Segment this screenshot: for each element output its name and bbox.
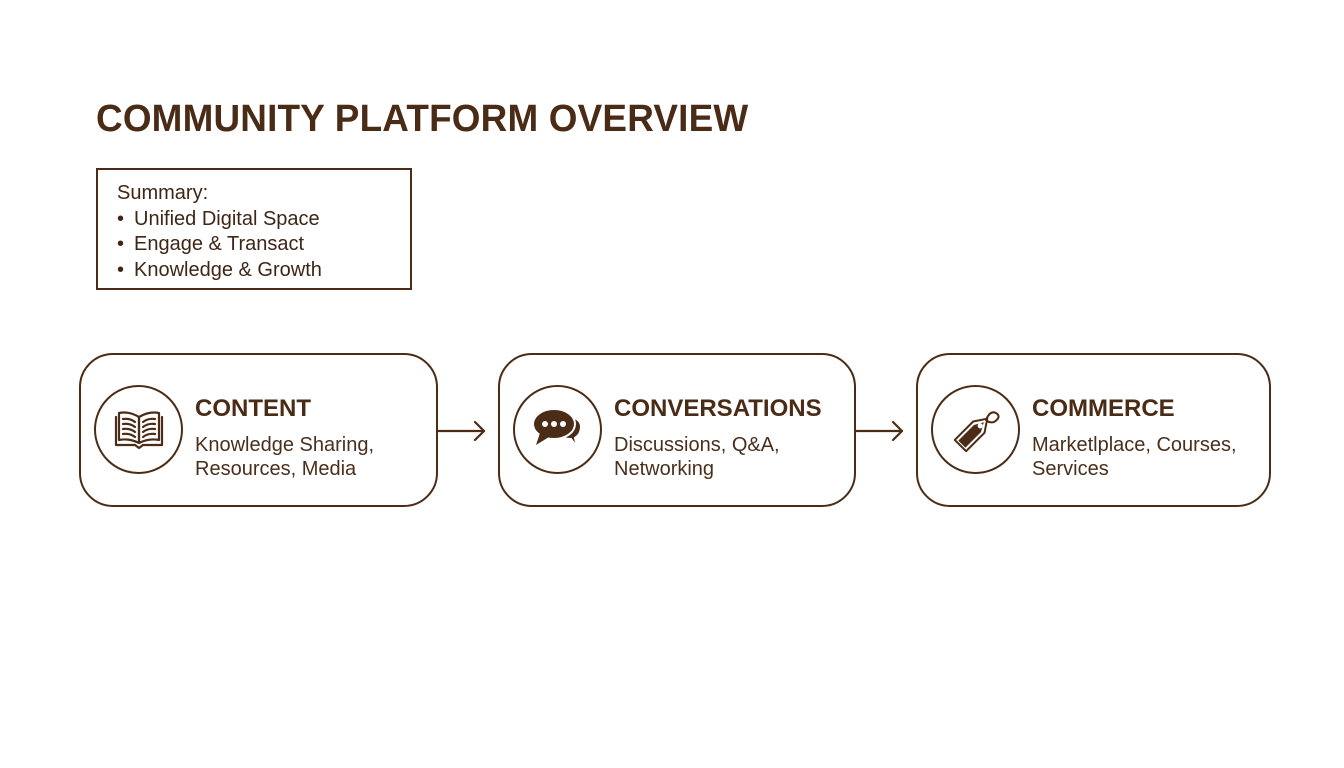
icon-circle [931,385,1020,474]
chat-bubbles-icon [531,407,582,448]
summary-item: • Engage & Transact [117,232,410,258]
arrow-right-icon [437,420,486,442]
pillar-card-content: CONTENT Knowledge Sharing, Resources, Me… [79,353,438,507]
summary-item: • Knowledge & Growth [117,258,410,284]
bullet: • [117,233,125,255]
pillar-desc-line: Services [1032,458,1109,480]
pillar-card-commerce: COMMERCE Marketlplace, Courses, Services [916,353,1271,507]
pillar-title: COMMERCE [1032,395,1175,422]
pillar-desc-line: Marketlplace, Courses, [1032,434,1237,456]
icon-circle [94,385,183,474]
icon-circle [513,385,602,474]
pillar-description: Marketlplace, Courses, Services [1032,433,1237,481]
summary-heading: Summary: [117,182,209,204]
summary-item: • Unified Digital Space [117,207,410,233]
pillar-desc-line: Discussions, Q&A, [614,434,780,456]
price-tag-icon [953,410,1000,452]
bullet: • [117,258,125,281]
summary-item-text: Engage & Transact [134,233,305,255]
open-book-icon [114,410,163,449]
summary-item-text: Unified Digital Space [134,207,320,230]
pillar-desc-line: Networking [614,458,715,480]
page-title: COMMUNITY PLATFORM OVERVIEW [96,98,749,140]
pillar-description: Knowledge Sharing, Resources, Media [195,433,374,481]
pillar-card-conversations: CONVERSATIONS Discussions, Q&A, Networki… [498,353,856,507]
pillar-desc-line: Knowledge Sharing, [195,434,375,456]
pillar-desc-line: Resources, Media [195,458,357,480]
arrow-right-icon [855,420,904,442]
summary-item-text: Knowledge & Growth [134,258,322,281]
pillar-title: CONVERSATIONS [614,395,822,422]
summary-box: Summary: • Unified Digital Space • Engage … [96,168,412,290]
bullet: • [117,207,125,230]
pillar-description: Discussions, Q&A, Networking [614,433,780,481]
pillar-title: CONTENT [195,395,311,422]
